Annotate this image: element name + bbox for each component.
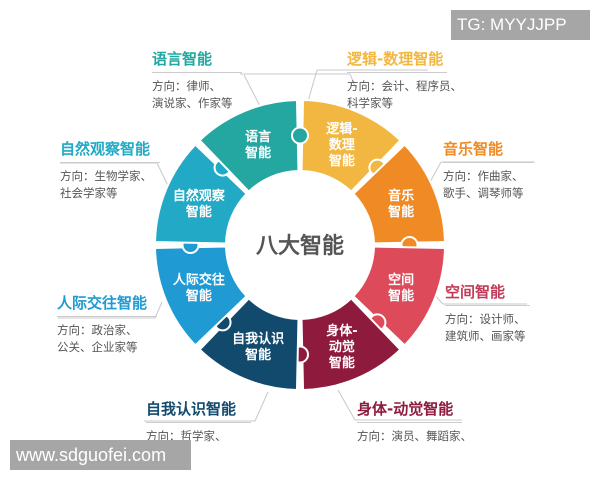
- divider: [443, 162, 533, 163]
- callout-desc-line: 社会学家等: [60, 186, 118, 200]
- callout-desc-line: 方向：演员、舞蹈家、: [357, 429, 472, 443]
- callout-desc-line: 科学家等: [347, 96, 393, 110]
- segment-label-spatial: 空间智能: [388, 272, 414, 304]
- callout-naturalist: 自然观察智能 方向：生物学家、 社会学家等: [60, 140, 160, 202]
- segment-label-naturalist: 自然观察智能: [173, 188, 226, 220]
- divider: [152, 72, 242, 73]
- segment-label-bodily: 身体-动觉智能: [326, 323, 357, 371]
- callout-intrapersonal: 自我认识智能 方向：哲学家、: [146, 400, 251, 445]
- divider: [347, 72, 447, 73]
- segment-music: [351, 143, 446, 245]
- callout-music: 音乐智能 方向：作曲家、 歌手、调琴师等: [443, 140, 533, 202]
- callout-desc-line: 歌手、调琴师等: [443, 186, 524, 200]
- segment-bodily: [300, 296, 402, 391]
- callout-desc-line: 方向：作曲家、: [443, 169, 524, 183]
- segment-linguistic: [198, 99, 300, 194]
- watermark-top-right: TG: MYYJJPP: [451, 10, 590, 40]
- segment-naturalist: [154, 143, 249, 245]
- callout-desc-line: 方向：政治家、: [57, 323, 138, 337]
- divider: [357, 422, 462, 423]
- center-label: 八大智能: [256, 233, 344, 259]
- segment-interpersonal: [154, 245, 249, 347]
- divider: [445, 305, 530, 306]
- callout-desc-line: 公关、企业家等: [57, 340, 138, 354]
- segment-logic: [300, 99, 402, 194]
- divider: [57, 316, 157, 317]
- callout-desc-line: 方向：生物学家、: [60, 169, 152, 183]
- divider: [60, 162, 160, 163]
- segment-label-intrapersonal: 自我认识智能: [232, 331, 284, 363]
- callout-desc-line: 方向：哲学家、: [146, 429, 227, 443]
- callout-title: 身体-动觉智能: [357, 400, 454, 418]
- watermark-bottom-left: www.sdguofei.com: [10, 440, 191, 470]
- segment-intrapersonal: [198, 296, 300, 391]
- callout-title: 人际交往智能: [57, 294, 148, 312]
- divider: [146, 422, 251, 423]
- segment-spatial: [351, 245, 446, 347]
- callout-bodily: 身体-动觉智能 方向：演员、舞蹈家、: [357, 400, 472, 445]
- callout-desc-line: 方向：设计师、: [445, 312, 526, 326]
- callout-logic: 逻辑-数理智能 方向：会计、程序员、 科学家等: [347, 50, 462, 112]
- callout-title: 逻辑-数理智能: [347, 50, 444, 68]
- segment-label-linguistic: 语言智能: [245, 129, 271, 161]
- callout-title: 音乐智能: [443, 140, 504, 158]
- callout-title: 语言智能: [152, 50, 213, 68]
- callout-desc-line: 建筑师、画家等: [445, 329, 526, 343]
- callout-spatial: 空间智能 方向：设计师、 建筑师、画家等: [445, 283, 530, 345]
- callout-interpersonal: 人际交往智能 方向：政治家、 公关、企业家等: [57, 294, 157, 356]
- callout-desc-line: 方向：会计、程序员、: [347, 79, 462, 93]
- callout-desc-line: 方向：律师、: [152, 79, 221, 93]
- callout-title: 自然观察智能: [60, 140, 151, 158]
- segment-label-logic: 逻辑-数理智能: [326, 121, 357, 169]
- callout-desc-line: 演说家、作家等: [152, 96, 233, 110]
- callout-title: 自我认识智能: [146, 400, 237, 418]
- segment-label-interpersonal: 人际交往智能: [173, 272, 225, 304]
- puzzle-knob: [291, 126, 309, 145]
- callout-linguistic: 语言智能 方向：律师、 演说家、作家等: [152, 50, 242, 112]
- segment-label-music: 音乐智能: [388, 188, 414, 220]
- callout-title: 空间智能: [445, 283, 506, 301]
